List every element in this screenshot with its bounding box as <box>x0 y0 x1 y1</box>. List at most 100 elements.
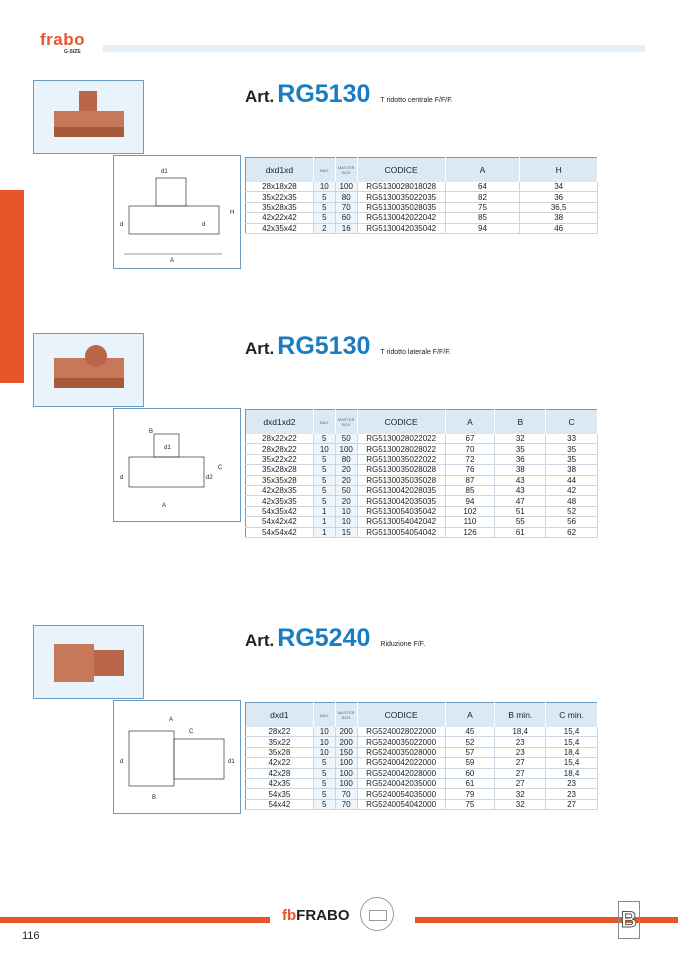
table-cell: 42x35 <box>245 778 314 790</box>
column-header: B <box>494 409 547 434</box>
product-photo-rg5240 <box>33 625 144 699</box>
table-cell: 44 <box>545 475 598 486</box>
table-cell: 50 <box>335 485 358 497</box>
table-cell: 28x28x22 <box>245 443 314 455</box>
table-cell: 60 <box>335 212 358 224</box>
table-cell: 87 <box>445 475 496 486</box>
table-cell: 62 <box>545 527 598 538</box>
table-cell: 35 <box>545 443 598 455</box>
table-cell: 35x22 <box>245 736 314 748</box>
table-cell: 54x35 <box>245 788 314 800</box>
table-cell: 18,4 <box>545 747 598 759</box>
table-cell: 150 <box>335 747 358 759</box>
table-cell: 27 <box>494 778 547 790</box>
column-header: dxd1 <box>245 702 314 727</box>
table-cell: 54x42x42 <box>245 516 314 528</box>
table-cell: 70 <box>335 788 358 800</box>
technical-drawing-3: A C d d1 B <box>113 700 241 814</box>
table-cell: 36 <box>519 191 598 203</box>
column-header: MASTER BOX <box>335 702 358 727</box>
table-cell: 70 <box>445 443 496 455</box>
table-cell: RG5240042035000 <box>357 778 446 790</box>
column-header: dxd1xd <box>245 157 314 182</box>
table-cell: 55 <box>494 516 547 528</box>
table-cell: RG5130028022022 <box>357 434 446 445</box>
table-cell: 42x22x42 <box>245 212 314 224</box>
table-cell: 36,5 <box>519 202 598 214</box>
table-cell: 72 <box>445 454 496 466</box>
table-cell: 85 <box>445 212 521 224</box>
table-cell: 34 <box>519 182 598 193</box>
column-header: MASTER BOX <box>335 409 358 434</box>
table-cell: 2 <box>313 223 336 234</box>
table-cell: 23 <box>545 778 598 790</box>
column-header: dxd1xd2 <box>245 409 314 434</box>
table-cell: 70 <box>335 202 358 214</box>
table-cell: 126 <box>445 527 496 538</box>
dimension-label: A <box>162 503 166 509</box>
table-cell: 28x22x22 <box>245 434 314 445</box>
table-cell: 10 <box>335 506 358 518</box>
table-cell: 54x42 <box>245 799 314 811</box>
table-cell: RG5240042022000 <box>357 757 446 769</box>
table-cell: 33 <box>545 434 598 445</box>
table-cell: 5 <box>313 454 336 466</box>
dimension-label: B <box>149 429 153 435</box>
table-cell: 5 <box>313 799 336 811</box>
footer-line-right <box>415 917 678 923</box>
table-cell: 5 <box>313 757 336 769</box>
table-cell: 100 <box>335 182 358 193</box>
table-cell: 1 <box>313 527 336 538</box>
table-cell: 10 <box>313 747 336 759</box>
table-cell: 50 <box>335 434 358 445</box>
table-cell: 102 <box>445 506 496 518</box>
column-header: CODICE <box>357 157 446 182</box>
column-header: CODICE <box>357 409 446 434</box>
label-h: H <box>230 210 234 216</box>
table-cell: RG5130035035028 <box>357 475 446 486</box>
table-cell: 1 <box>313 516 336 528</box>
table-cell: 35 <box>545 454 598 466</box>
label-d1: d1 <box>161 169 168 175</box>
table-cell: RG5130054042042 <box>357 516 446 528</box>
table-cell: 32 <box>494 434 547 445</box>
table-cell: 5 <box>313 485 336 497</box>
table-cell: 200 <box>335 727 358 738</box>
table-cell: 5 <box>313 768 336 779</box>
table-cell: 43 <box>494 485 547 497</box>
table-cell: 32 <box>494 799 547 811</box>
table-cell: 1 <box>313 506 336 518</box>
table-cell: 5 <box>313 495 336 507</box>
table-cell: 94 <box>445 495 496 507</box>
table-cell: 82 <box>445 191 521 203</box>
dimension-label: C <box>218 465 223 471</box>
table-cell: 70 <box>335 799 358 811</box>
table-cell: RG5130054054042 <box>357 527 446 538</box>
column-header: C min. <box>545 702 598 727</box>
column-header: BAG <box>313 409 336 434</box>
table-cell: 51 <box>494 506 547 518</box>
table-cell: 79 <box>445 788 496 800</box>
brand-subtitle: G-SIZE <box>64 49 81 55</box>
table-cell: 35x28 <box>245 747 314 759</box>
table-cell: 75 <box>445 799 496 811</box>
table-cell: 10 <box>313 182 336 193</box>
table-cell: 54x54x42 <box>245 527 314 538</box>
technical-drawing-2: B d1 d d2 C A <box>113 408 241 522</box>
dimension-label: C <box>189 729 194 735</box>
technical-drawing-1: d1 d d H A <box>113 155 241 269</box>
column-header: A <box>445 157 521 182</box>
